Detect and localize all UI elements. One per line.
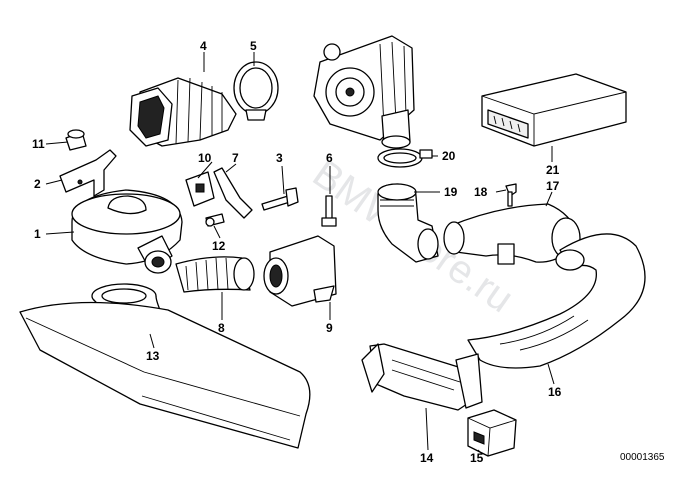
callout-10: 10	[198, 151, 212, 165]
part-10-bracket[interactable]	[185, 171, 215, 207]
part-21-control-unit[interactable]	[481, 73, 627, 147]
part-6-screw[interactable]	[321, 195, 337, 227]
leader-lines	[45, 52, 555, 455]
part-15-block[interactable]	[467, 409, 517, 457]
callout-9: 9	[326, 321, 333, 335]
part-18-screw[interactable]	[505, 183, 517, 207]
callout-14: 14	[420, 451, 434, 465]
callout-15: 15	[470, 451, 484, 465]
callouts: 1 2 3 4 5 6 7 8 9 10 11 12 13 14 15 16 1…	[32, 39, 562, 465]
part-7-bracket[interactable]	[213, 167, 253, 219]
callout-6: 6	[326, 151, 333, 165]
part-11-grommet[interactable]	[65, 129, 87, 151]
diagram-id: 00001365	[620, 452, 665, 463]
part-5-clamp[interactable]	[233, 61, 279, 121]
part-1-air-filter[interactable]	[71, 189, 183, 274]
part-bumper[interactable]	[19, 301, 311, 449]
callout-13: 13	[146, 349, 160, 363]
callout-19: 19	[444, 185, 458, 199]
callout-2: 2	[34, 177, 41, 191]
part-16-hose[interactable]	[467, 233, 646, 369]
callout-7: 7	[232, 151, 239, 165]
callout-20: 20	[442, 149, 456, 163]
part-9-adapter[interactable]	[263, 235, 337, 307]
part-19-elbow[interactable]	[377, 183, 439, 263]
callout-17: 17	[546, 179, 560, 193]
callout-18: 18	[474, 185, 488, 199]
callout-5: 5	[250, 39, 257, 53]
part-3-bolt[interactable]	[261, 187, 299, 211]
part-alternator[interactable]	[313, 35, 415, 149]
callout-16: 16	[548, 385, 562, 399]
callout-1: 1	[34, 227, 41, 241]
callout-4: 4	[200, 39, 207, 53]
callout-11: 11	[32, 137, 45, 151]
callout-3: 3	[276, 151, 283, 165]
part-14-duct[interactable]	[361, 343, 483, 411]
part-20-clamp[interactable]	[377, 148, 433, 168]
callout-8: 8	[218, 321, 225, 335]
part-17-hose[interactable]	[443, 203, 581, 265]
callout-21: 21	[546, 163, 560, 177]
part-2-bracket[interactable]	[59, 149, 117, 197]
callout-12: 12	[212, 239, 226, 253]
part-4-bellows[interactable]	[129, 77, 237, 147]
part-12-screw[interactable]	[205, 213, 225, 227]
part-8-hose[interactable]	[175, 256, 255, 293]
